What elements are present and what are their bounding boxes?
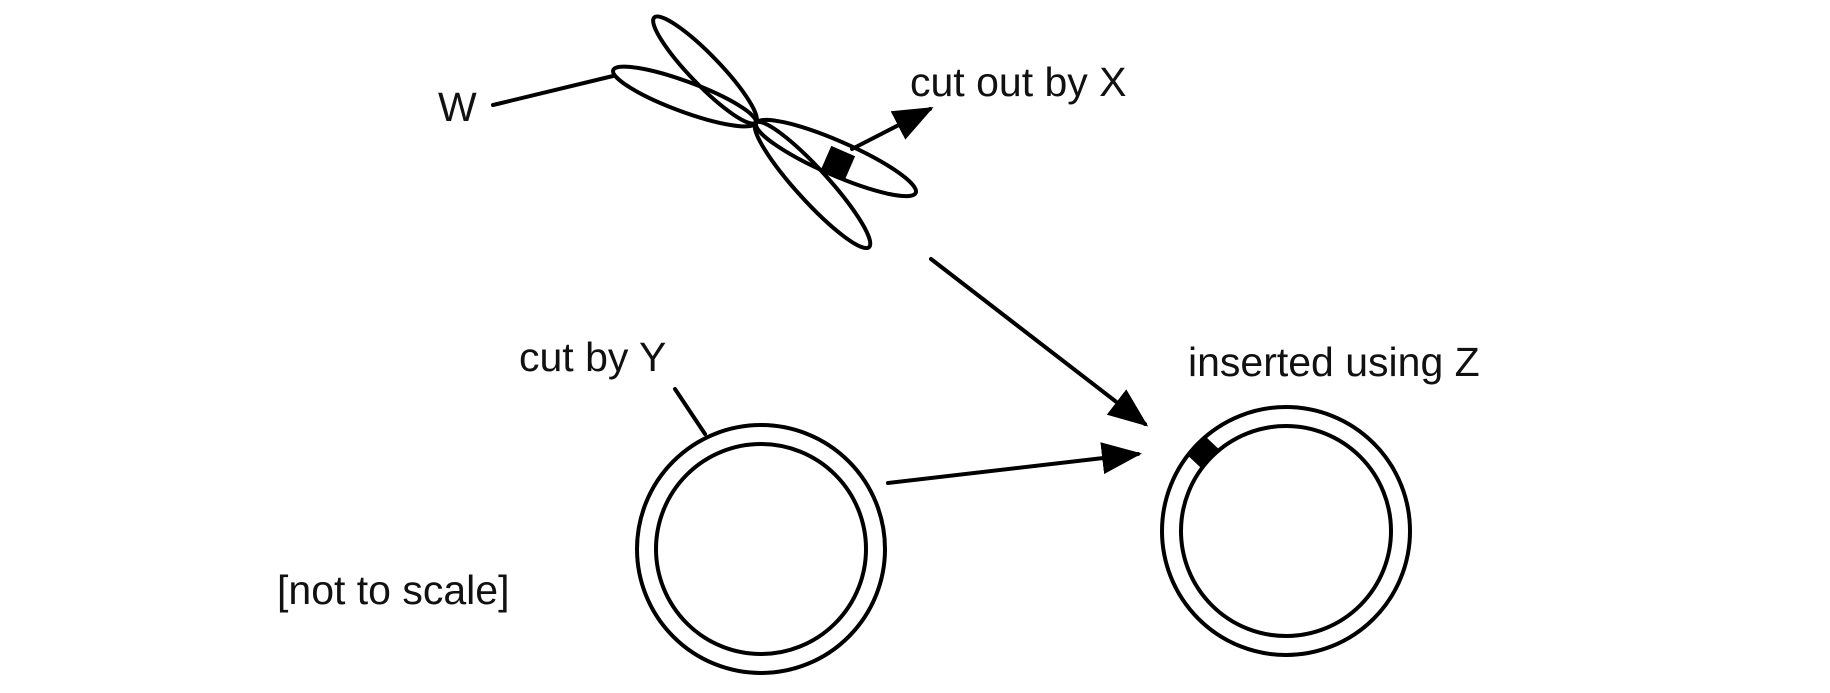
scale-note: [not to scale] (277, 567, 509, 613)
plasmid-inner-ring (654, 442, 868, 656)
label-cut-by: cut by Y (519, 334, 666, 380)
label-cut-out: cut out by X (910, 59, 1127, 105)
plasmid (635, 423, 887, 675)
label-w: W (438, 84, 477, 130)
plasmid-arrow (886, 442, 1142, 485)
gene-segment (820, 145, 856, 181)
cut-out-arrow (850, 107, 934, 151)
w-pointer-line (491, 74, 615, 107)
plasmid-outer-ring (635, 423, 887, 675)
recombinant-outer-ring (1160, 405, 1412, 657)
dna-molecule-w (611, 14, 919, 251)
inserted-gene-segment (1186, 435, 1220, 469)
insert-arrow (929, 257, 1149, 427)
label-inserted: inserted using Z (1188, 339, 1480, 385)
loop (752, 119, 873, 251)
cut-by-pointer-line (673, 387, 707, 436)
recombinant-inner-ring (1179, 424, 1393, 638)
recombinant-plasmid (1160, 405, 1412, 657)
